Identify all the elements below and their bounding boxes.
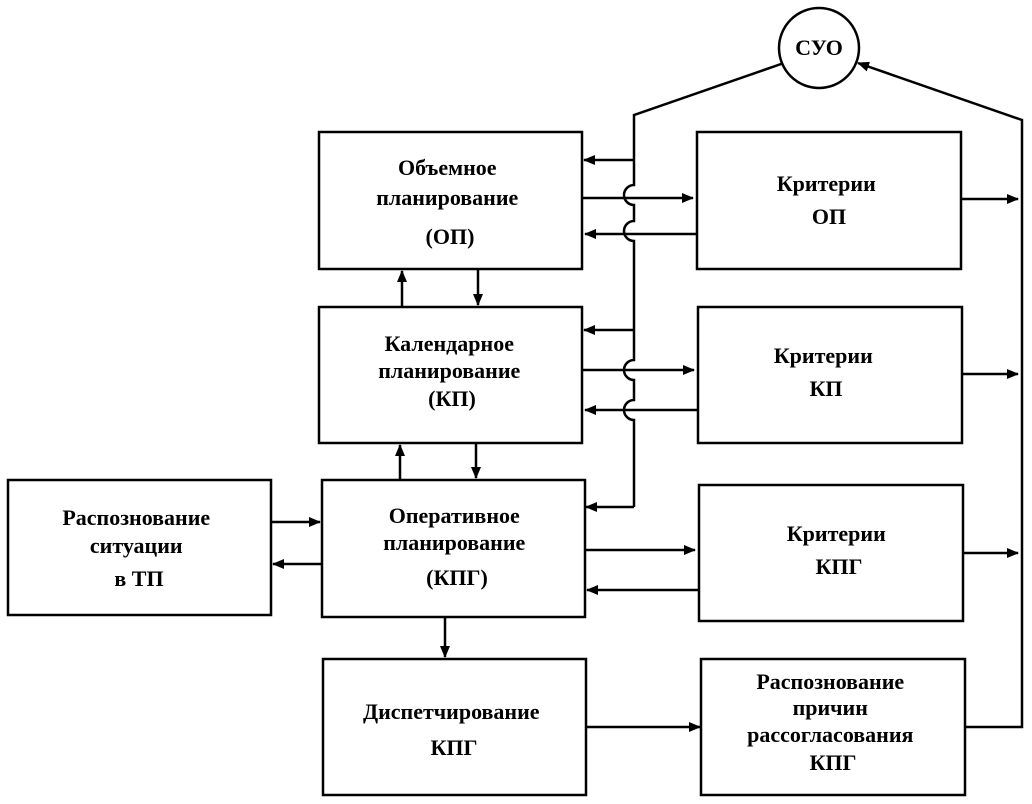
connections — [271, 61, 1024, 732]
node-recog-cause-box — [699, 657, 967, 797]
node-recog-tp-label: Распознование ситуации в ТП — [62, 505, 215, 591]
node-crit-kp: Критерии КП — [696, 305, 964, 445]
node-crit-kpg: Критерии КПГ — [697, 483, 965, 623]
node-op: Объемное планирование (ОП) — [317, 130, 584, 271]
node-crit-kp-label: Критерии КП — [774, 343, 879, 401]
node-opkpg-label: Оперативное планирование (КПГ) — [383, 503, 531, 590]
node-opkpg-box — [320, 478, 587, 619]
node-crit-kpg-box — [697, 483, 965, 623]
node-opkpg: Оперативное планирование (КПГ) — [320, 478, 587, 619]
node-kp-box — [317, 305, 584, 445]
node-recog-cause: Распознование причин рассогласования КПГ — [699, 657, 967, 797]
node-op-label: Объемное планирование (ОП) — [376, 155, 524, 249]
node-crit-kp-box — [696, 305, 964, 445]
node-disp: Диспетчирование КПГ — [321, 657, 588, 797]
node-crit-kpg-label: Критерии КПГ — [787, 521, 892, 579]
feedback-bus-line — [857, 61, 1024, 729]
node-disp-box — [321, 657, 588, 797]
node-recog-tp: Распознование ситуации в ТП — [6, 478, 273, 617]
node-suo-circle — [777, 6, 861, 90]
node-suo: СУО — [777, 6, 861, 90]
node-crit-op-box — [695, 130, 963, 271]
node-kp-label: Календарное планирование (КП) — [378, 331, 526, 411]
node-crit-op-label: Критерии ОП — [777, 171, 882, 229]
node-op-box — [317, 130, 584, 271]
node-crit-op: Критерии ОП — [695, 130, 963, 271]
node-suo-label: СУО — [795, 35, 843, 60]
node-recog-cause-label: Распознование причин рассогласования КПГ — [747, 669, 919, 775]
node-recog-tp-box — [6, 478, 273, 617]
node-kp: Календарное планирование (КП) — [317, 305, 584, 445]
node-disp-label: Диспетчирование КПГ — [363, 699, 545, 760]
